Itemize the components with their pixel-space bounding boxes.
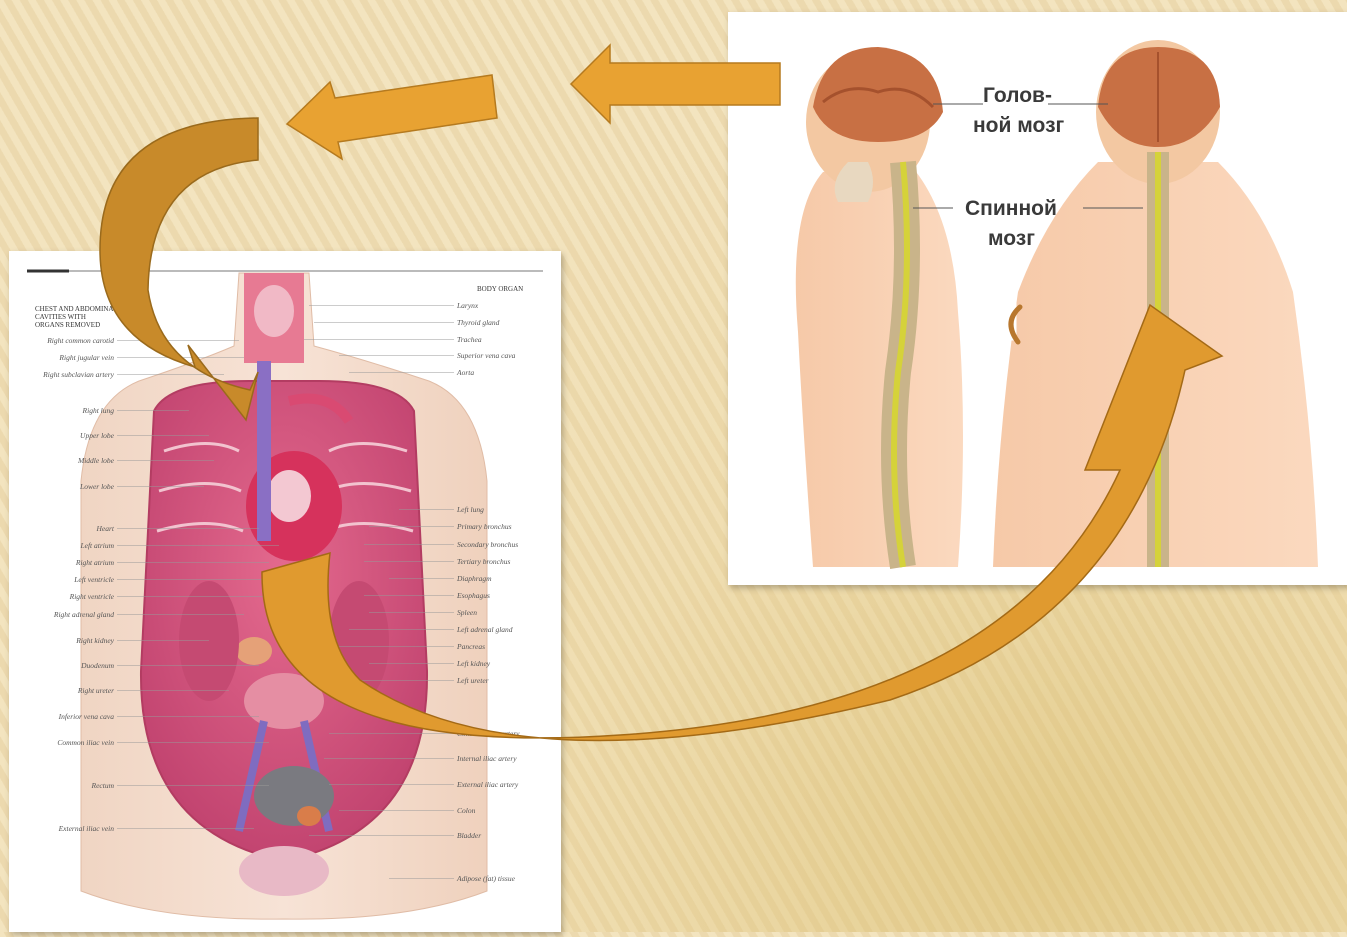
curved-arrow-into-organs (100, 118, 258, 420)
left-arrow-middle (287, 75, 497, 159)
curved-arrow-to-spine (262, 305, 1222, 741)
left-arrow-top (571, 45, 780, 123)
